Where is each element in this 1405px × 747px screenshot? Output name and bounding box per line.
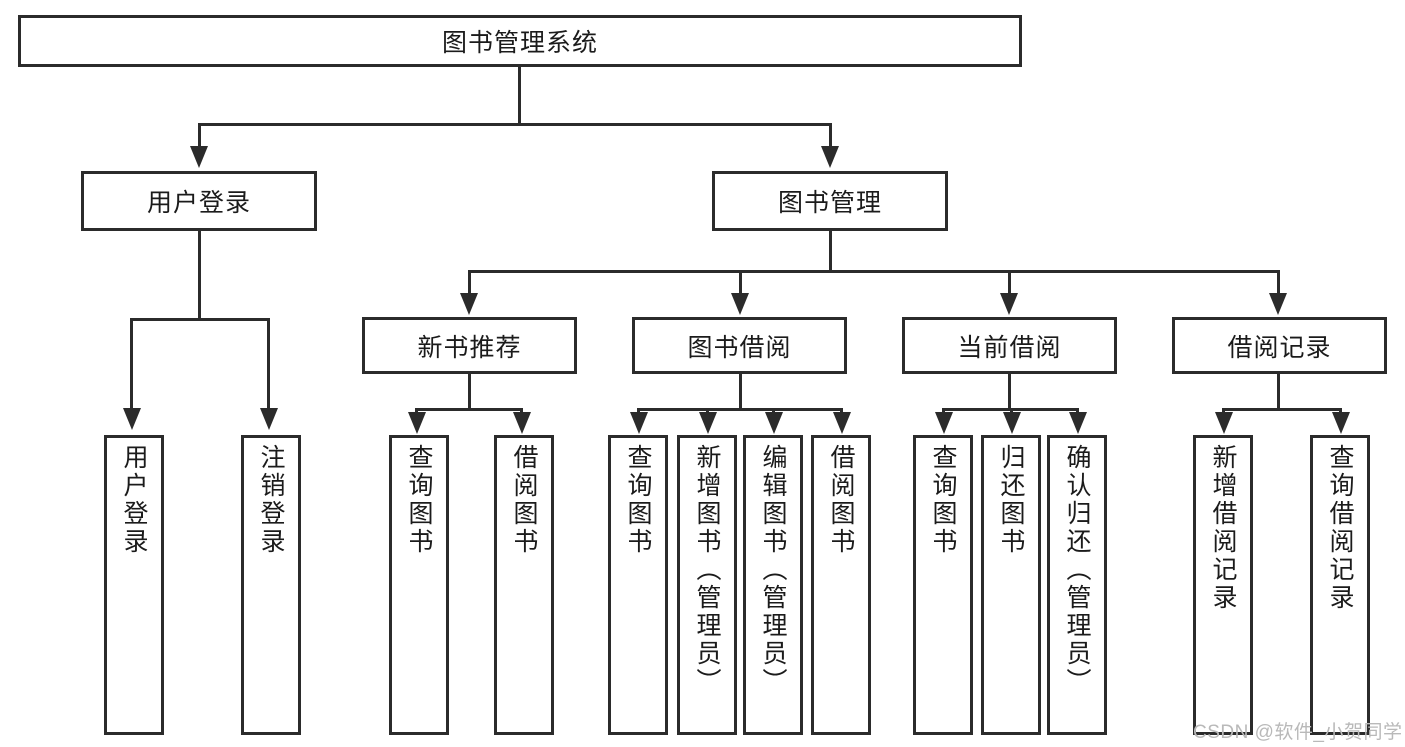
leaf-bb-query-book[interactable]: 查询图书	[608, 435, 668, 735]
arrow-to-cb-leaf-3	[1069, 412, 1087, 434]
connector-drop-current-borrow	[1008, 270, 1011, 295]
arrow-to-user-login-leaf-1	[123, 408, 141, 430]
node-new-book-recommend[interactable]: 新书推荐	[362, 317, 577, 374]
connector-drop-user-login-leaf-1	[130, 318, 133, 410]
leaf-user-login-logout[interactable]: 注销登录	[241, 435, 301, 735]
connector-borrow-record-bus	[1222, 408, 1342, 411]
arrow-to-bb-leaf-3	[765, 412, 783, 434]
connector-drop-user-login-leaf-2	[267, 318, 270, 410]
arrow-to-book-management	[821, 146, 839, 168]
arrow-to-bb-leaf-2	[699, 412, 717, 434]
connector-drop-borrow-record	[1277, 270, 1280, 295]
leaf-label: 查询图书	[624, 444, 652, 556]
connector-new-book-recommend-bus	[415, 408, 523, 411]
watermark-text: CSDN @软件_小贺同学	[1193, 722, 1403, 743]
node-borrow-record[interactable]: 借阅记录	[1172, 317, 1387, 374]
arrow-to-nbr-leaf-2	[513, 412, 531, 434]
node-book-borrow[interactable]: 图书借阅	[632, 317, 847, 374]
connector-level3-bus	[468, 270, 1280, 273]
arrow-to-nbr-leaf-1	[408, 412, 426, 434]
leaf-label: 借阅图书	[827, 444, 855, 556]
leaf-label: 注销登录	[257, 444, 285, 556]
node-label: 图书管理	[777, 189, 882, 217]
connector-root-stem	[518, 67, 521, 123]
connector-user-login-stem	[198, 231, 201, 320]
connector-book-borrow-bus	[637, 408, 843, 411]
node-label: 图书管理系统	[441, 29, 598, 57]
leaf-label: 新增借阅记录	[1209, 444, 1237, 612]
node-book-management[interactable]: 图书管理	[712, 171, 948, 231]
leaf-label: 用户登录	[120, 444, 148, 556]
connector-borrow-record-stem	[1277, 374, 1280, 410]
connector-drop-user-login	[198, 123, 201, 148]
leaf-label: 查询图书	[405, 444, 433, 556]
leaf-bb-edit-book-admin[interactable]: 编辑图书（管理员）	[743, 435, 803, 735]
connector-book-borrow-stem	[739, 374, 742, 410]
node-label: 借阅记录	[1227, 333, 1332, 362]
leaf-user-login-login[interactable]: 用户登录	[104, 435, 164, 735]
arrow-to-bb-leaf-1	[630, 412, 648, 434]
leaf-label: 查询借阅记录	[1326, 444, 1354, 612]
leaf-nbr-query-book[interactable]: 查询图书	[389, 435, 449, 735]
arrow-to-br-leaf-2	[1332, 412, 1350, 434]
arrow-to-borrow-record	[1269, 293, 1287, 315]
arrow-to-cb-leaf-2	[1003, 412, 1021, 434]
arrow-to-new-book-recommend	[460, 293, 478, 315]
node-label: 当前借阅	[957, 333, 1062, 362]
node-label: 新书推荐	[417, 333, 522, 362]
node-current-borrow[interactable]: 当前借阅	[902, 317, 1117, 374]
leaf-cb-query-book[interactable]: 查询图书	[913, 435, 973, 735]
node-label: 用户登录	[146, 189, 251, 217]
connector-current-borrow-stem	[1008, 374, 1011, 410]
leaf-cb-return-book[interactable]: 归还图书	[981, 435, 1041, 735]
arrow-to-cb-leaf-1	[935, 412, 953, 434]
leaf-label: 借阅图书	[510, 444, 538, 556]
arrow-to-bb-leaf-4	[833, 412, 851, 434]
node-user-login[interactable]: 用户登录	[81, 171, 317, 231]
arrow-to-br-leaf-1	[1215, 412, 1233, 434]
connector-drop-book-borrow	[739, 270, 742, 295]
leaf-br-query-record[interactable]: 查询借阅记录	[1310, 435, 1370, 735]
leaf-bb-add-book-admin[interactable]: 新增图书（管理员）	[677, 435, 737, 735]
connector-level2-bus	[198, 123, 832, 126]
arrow-to-user-login-leaf-2	[260, 408, 278, 430]
leaf-cb-confirm-return-admin[interactable]: 确认归还（管理员）	[1047, 435, 1107, 735]
leaf-label: 确认归还（管理员）	[1063, 444, 1091, 696]
leaf-nbr-borrow-book[interactable]: 借阅图书	[494, 435, 554, 735]
connector-drop-new-book-recommend	[468, 270, 471, 295]
arrow-to-user-login	[190, 146, 208, 168]
leaf-label: 查询图书	[929, 444, 957, 556]
leaf-label: 新增图书（管理员）	[693, 444, 721, 696]
node-root-book-management-system[interactable]: 图书管理系统	[18, 15, 1022, 67]
connector-book-management-stem	[829, 231, 832, 272]
node-label: 图书借阅	[687, 333, 792, 362]
arrow-to-current-borrow	[1000, 293, 1018, 315]
leaf-label: 编辑图书（管理员）	[759, 444, 787, 696]
connector-new-book-recommend-stem	[468, 374, 471, 410]
leaf-bb-borrow-book[interactable]: 借阅图书	[811, 435, 871, 735]
connector-drop-book-management	[829, 123, 832, 148]
connector-user-login-bus	[130, 318, 270, 321]
leaf-br-add-record[interactable]: 新增借阅记录	[1193, 435, 1253, 735]
leaf-label: 归还图书	[997, 444, 1025, 556]
arrow-to-book-borrow	[731, 293, 749, 315]
